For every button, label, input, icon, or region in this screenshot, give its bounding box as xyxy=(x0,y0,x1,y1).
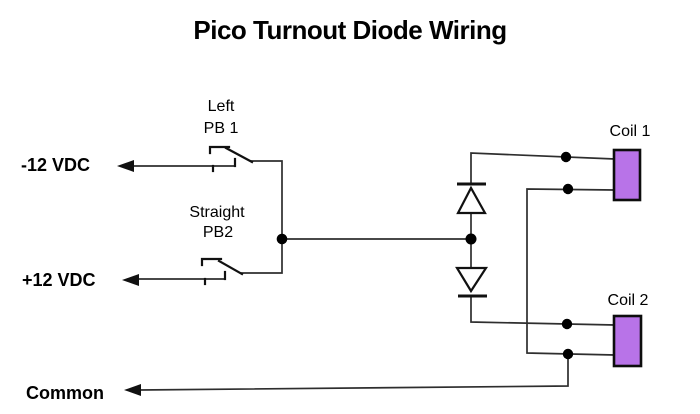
pb1-label-line1: Left xyxy=(207,98,235,115)
junction-dot xyxy=(465,233,477,245)
junction-dot xyxy=(561,318,573,330)
diode-group xyxy=(455,182,489,298)
pb1-top-contact xyxy=(208,145,231,155)
pb1-label-line2: PB 1 xyxy=(203,120,239,137)
junction-dot xyxy=(562,348,574,360)
pb2-label-line2: PB2 xyxy=(202,224,234,241)
coil-1-label: Coil 1 xyxy=(609,123,651,140)
junction-dot xyxy=(560,151,572,163)
coil-1-body xyxy=(612,148,642,202)
arrowhead-group xyxy=(117,160,141,396)
wire-diode1-to-coil1 xyxy=(470,152,615,185)
wire-group xyxy=(132,152,615,391)
coil-group xyxy=(612,148,643,368)
diagram-title: Pico Turnout Diode Wiring xyxy=(193,15,507,45)
junction-dot xyxy=(276,233,288,245)
junction-group xyxy=(276,151,574,360)
coil-2-body xyxy=(612,314,643,368)
pb1-actuator xyxy=(224,146,254,164)
arrow-left-icon xyxy=(122,274,139,286)
pb2-label-line1: Straight xyxy=(189,204,245,221)
neg-supply-label: -12 VDC xyxy=(21,155,91,175)
pb2-actuator xyxy=(217,259,244,276)
wire-coil1-coil2-return xyxy=(526,188,615,356)
pushbutton-pb1-symbol xyxy=(208,145,254,173)
diode-2-symbol xyxy=(455,266,489,298)
wire-pb1-output xyxy=(250,160,283,240)
pushbutton-pb2-symbol xyxy=(200,257,244,286)
arrow-left-icon xyxy=(124,384,141,396)
diode-1-triangle xyxy=(456,185,487,215)
common-label: Common xyxy=(26,383,104,403)
arrow-left-icon xyxy=(117,160,134,172)
wire-common xyxy=(139,353,569,391)
diode-1-symbol xyxy=(456,182,487,215)
switch-symbol-group xyxy=(200,145,254,286)
junction-dot xyxy=(562,183,574,195)
diode-2-triangle xyxy=(455,266,489,294)
coil-2-label: Coil 2 xyxy=(607,292,649,309)
pos-supply-label: +12 VDC xyxy=(22,270,96,290)
wire-pb2-output xyxy=(240,238,283,274)
pb2-top-contact xyxy=(200,257,223,267)
